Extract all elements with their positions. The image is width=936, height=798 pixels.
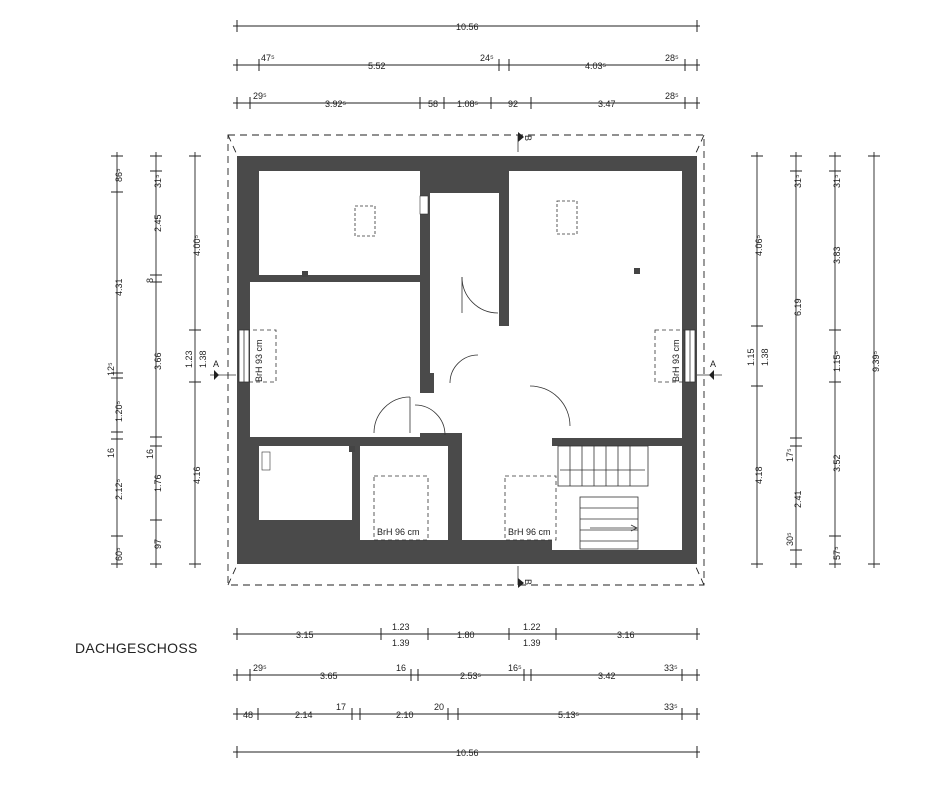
bottom-dim-r1-3: 1.39 <box>392 638 410 648</box>
top-dim-r2-4: 4.03⁵ <box>585 61 607 71</box>
top-dim-r3-2: 3.92⁵ <box>325 99 347 109</box>
section-a-right: A <box>710 359 716 369</box>
left-dim-c2-3: 8 <box>145 278 155 283</box>
bottom-dimensions: 3.15 1.23 1.39 1.80 1.22 1.39 3.16 29⁵ 3… <box>233 622 700 758</box>
section-markers: B B A A <box>210 132 722 588</box>
top-dim-r2-3: 24⁵ <box>480 53 494 63</box>
left-dim-c1-5: 16 <box>106 448 116 458</box>
section-b-bottom: B <box>523 579 533 585</box>
section-b-top: B <box>523 135 533 141</box>
left-dim-c2-5: 16 <box>145 449 155 459</box>
right-dim-c4-1: 9.39⁵ <box>871 350 881 372</box>
left-dim-c1-4: 1.20⁵ <box>114 400 124 422</box>
bottom-dim-r3-5: 20 <box>434 702 444 712</box>
right-dim-c3-5: 57⁵ <box>832 546 842 560</box>
left-dim-c2-7: 97 <box>153 539 163 549</box>
bottom-dim-r3-6: 5.13⁵ <box>558 710 580 720</box>
left-dim-c3-3: 1.38 <box>198 350 208 368</box>
right-dim-c2-3: 17⁵ <box>785 448 795 462</box>
bottom-dim-total: 10.56 <box>456 748 479 758</box>
right-dim-c3-3: 1.15⁵ <box>832 350 842 372</box>
left-dim-c2-2: 2.45 <box>153 214 163 232</box>
left-dim-c1-3: 12⁵ <box>106 362 116 376</box>
brh-bottom-left-label: BrH 96 cm <box>377 527 420 537</box>
brh-bottom-right-label: BrH 96 cm <box>508 527 551 537</box>
right-dim-c1-4: 4.18 <box>754 466 764 484</box>
bottom-dim-r1-6: 1.39 <box>523 638 541 648</box>
left-dim-c1-1: 86⁵ <box>114 168 124 182</box>
top-dim-r3-4: 1.08⁵ <box>457 99 479 109</box>
right-dim-c2-4: 2.41 <box>793 490 803 508</box>
top-dim-r3-3: 58 <box>428 99 438 109</box>
top-dim-r3-6: 3.47 <box>598 99 616 109</box>
section-a-left: A <box>213 359 219 369</box>
left-dimensions: 86⁵ 4.31 12⁵ 1.20⁵ 16 2.12⁵ 60⁵ 31⁵ 2.45… <box>106 152 208 568</box>
brh-left-label: BrH 93 cm <box>254 339 264 382</box>
bottom-dim-r2-7: 33⁵ <box>664 663 678 673</box>
bottom-dim-r2-5: 16⁵ <box>508 663 522 673</box>
top-dim-total: 10.56 <box>456 22 479 32</box>
top-dim-r2-1: 47⁵ <box>261 53 275 63</box>
bottom-dim-r1-2: 1.23 <box>392 622 410 632</box>
right-dim-c3-2: 3.83 <box>832 246 842 264</box>
left-dim-c2-1: 31⁵ <box>153 174 163 188</box>
left-dim-c1-7: 60⁵ <box>114 547 124 561</box>
bottom-dim-r1-5: 1.22 <box>523 622 541 632</box>
left-dim-c3-1: 4.00⁵ <box>192 234 202 256</box>
bottom-dim-r1-4: 1.80 <box>457 630 475 640</box>
top-dim-r3-7: 28⁵ <box>665 91 679 101</box>
bottom-dim-r2-1: 29⁵ <box>253 663 267 673</box>
right-dim-c2-5: 30⁵ <box>785 532 795 546</box>
bottom-dim-r2-4: 2.53⁵ <box>460 671 482 681</box>
bottom-dim-r3-3: 17 <box>336 702 346 712</box>
bottom-dim-r3-4: 2.10 <box>396 710 414 720</box>
bottom-dim-r3-1: 48 <box>243 710 253 720</box>
right-dim-c3-1: 31⁵ <box>832 174 842 188</box>
top-dim-r2-2: 5.52 <box>368 61 386 71</box>
brh-right-label: BrH 93 cm <box>671 339 681 382</box>
right-dimensions: 4.06⁵ 1.15 1.38 4.18 31⁵ 6.19 17⁵ 2.41 3… <box>746 152 881 568</box>
windows <box>238 195 696 541</box>
left-dim-c2-4: 3.66 <box>153 352 163 370</box>
walls <box>237 156 697 564</box>
doors <box>373 276 571 436</box>
floor-title: DACHGESCHOSS <box>75 640 198 656</box>
left-dim-c1-6: 2.12⁵ <box>114 478 124 500</box>
bottom-dim-r2-6: 3.42 <box>598 671 616 681</box>
left-dim-c2-6: 1.76 <box>153 474 163 492</box>
right-dim-c1-1: 4.06⁵ <box>754 234 764 256</box>
top-dim-r3-5: 92 <box>508 99 518 109</box>
left-dim-c3-4: 4.16 <box>192 466 202 484</box>
top-dim-r2-5: 28⁵ <box>665 53 679 63</box>
right-dim-c2-2: 6.19 <box>793 298 803 316</box>
top-dim-r3-1: 29⁵ <box>253 91 267 101</box>
staircase <box>557 445 649 550</box>
bottom-dim-r3-7: 33⁵ <box>664 702 678 712</box>
top-dimensions: 10.56 47⁵ 5.52 24⁵ 4.03⁵ 28⁵ 29⁵ 3.92⁵ 5… <box>233 20 700 109</box>
bottom-dim-r2-3: 16 <box>396 663 406 673</box>
right-dim-c2-1: 31⁵ <box>793 174 803 188</box>
bottom-dim-r3-2: 2.14 <box>295 710 313 720</box>
left-dim-c1-2: 4.31 <box>114 278 124 296</box>
bottom-dim-r1-7: 3.16 <box>617 630 635 640</box>
right-dim-c3-4: 3.52 <box>832 454 842 472</box>
bottom-dim-r2-2: 3.65 <box>320 671 338 681</box>
left-dim-c3-2: 1.23 <box>184 350 194 368</box>
right-dim-c1-3: 1.38 <box>760 348 770 366</box>
right-dim-c1-2: 1.15 <box>746 348 756 366</box>
bottom-dim-r1-1: 3.15 <box>296 630 314 640</box>
